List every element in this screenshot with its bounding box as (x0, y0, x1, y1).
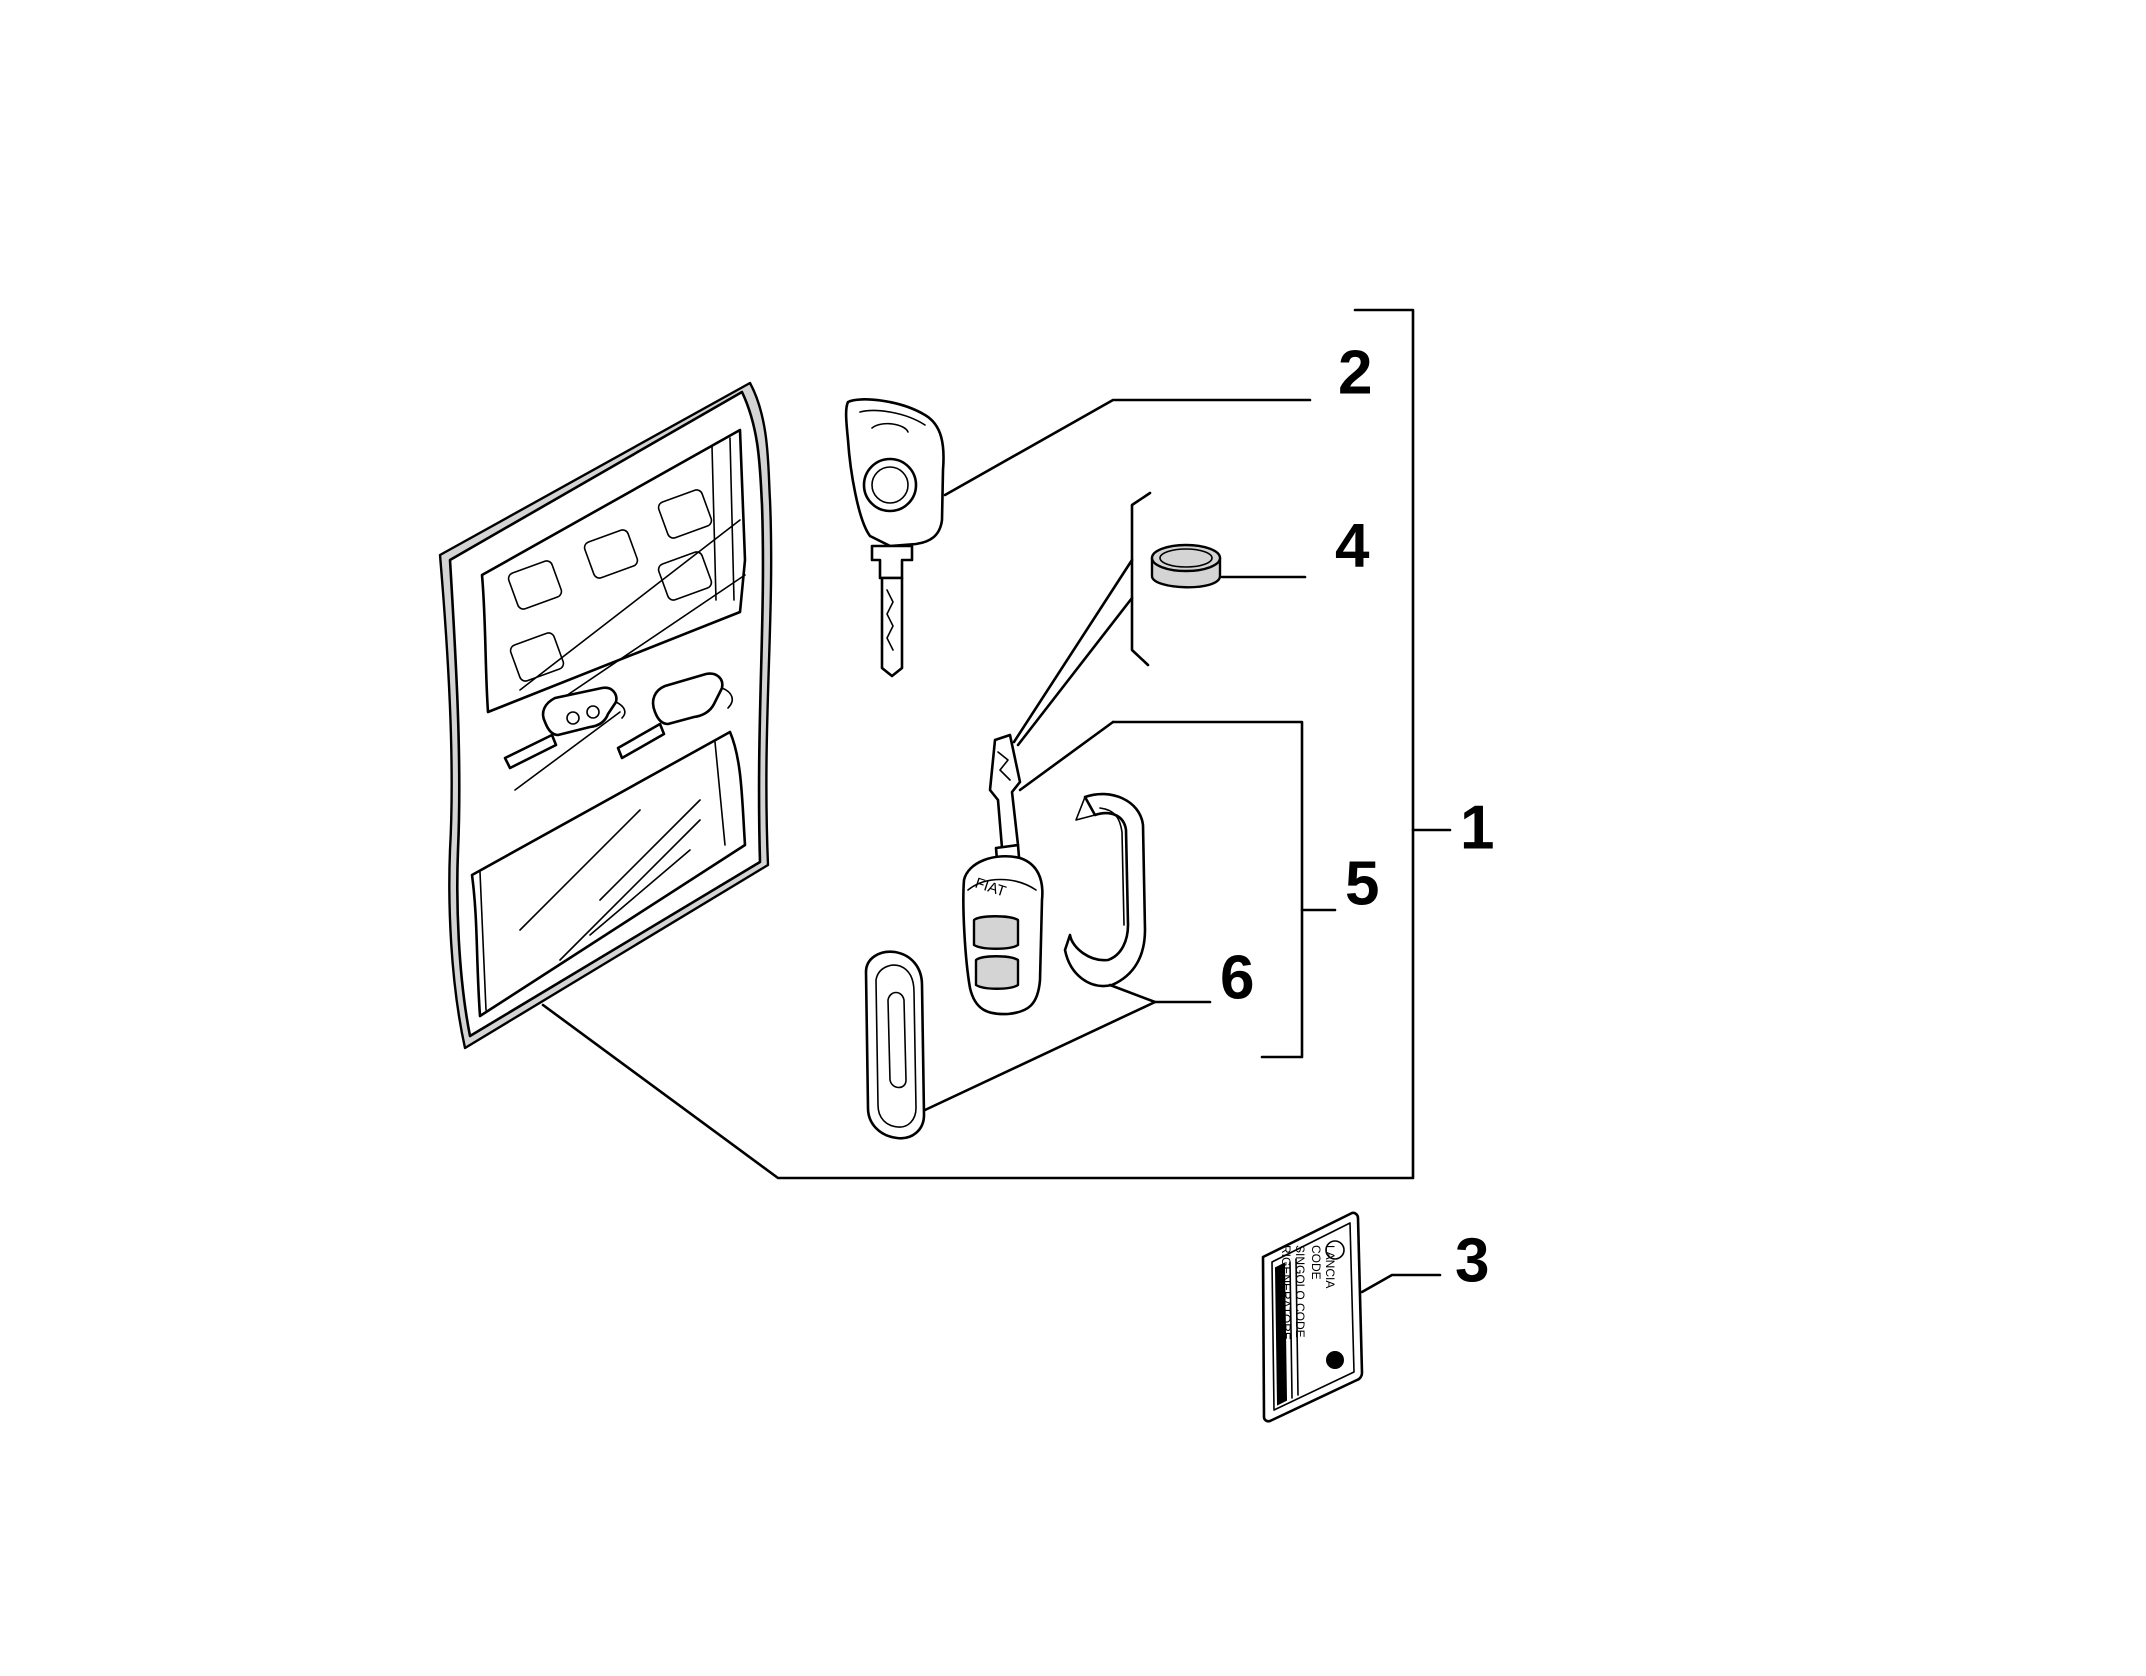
callout-labels: 1 2 3 4 5 6 (1220, 338, 1494, 1295)
card-line-1: CODE (1309, 1245, 1323, 1280)
callout-2: 2 (1338, 338, 1372, 407)
remote-flip-key: FIAT (962, 733, 1044, 1016)
callout-1: 1 (1460, 793, 1494, 862)
code-card: LANCIA CODE SINGOLO CODE RIGENERATORE (1261, 1211, 1364, 1423)
battery-cell (1150, 543, 1222, 589)
card-line-3: RIGENERATORE (1279, 1245, 1293, 1340)
board-key-left (503, 686, 626, 770)
leader-lines (541, 308, 1452, 1294)
callout-4: 4 (1335, 511, 1370, 580)
callout-3: 3 (1455, 1226, 1489, 1295)
callout-6: 6 (1220, 943, 1254, 1012)
callout-5: 5 (1345, 849, 1379, 918)
board-key-right (616, 672, 734, 760)
shell-cover-right (1063, 792, 1147, 988)
card-line-2: SINGOLO CODE (1293, 1245, 1307, 1338)
ignition-key (844, 398, 945, 678)
card-brand: LANCIA (1323, 1245, 1337, 1288)
shell-cover-left (864, 950, 926, 1140)
key-display-board (438, 381, 773, 1050)
